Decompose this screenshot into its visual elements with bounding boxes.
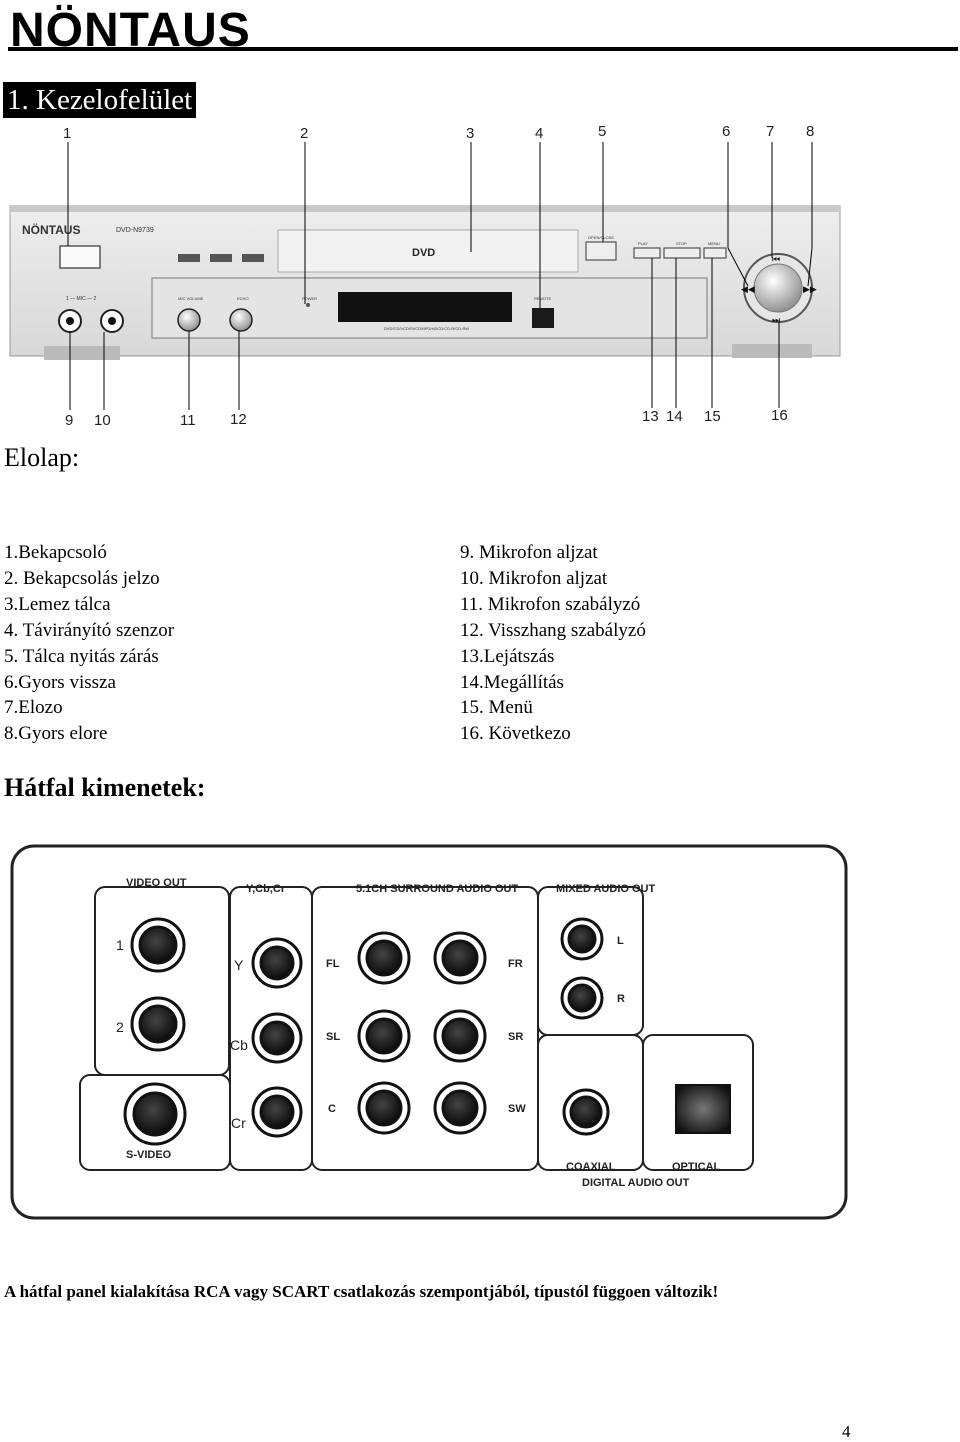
sr-label: SR [508, 1031, 523, 1043]
rear-heading: Hátfal kimenetek: [4, 773, 206, 802]
legend-item: 9. Mikrofon aljzat [460, 542, 598, 563]
front-brand-label: NÖNTAUS [22, 222, 80, 237]
callout-15: 15 [704, 408, 721, 425]
forward-icon[interactable]: ▶▶ [803, 285, 817, 295]
comp-y-label: Y [234, 957, 244, 973]
remote-sensor [532, 308, 554, 328]
menu-button[interactable] [703, 247, 727, 259]
power-button[interactable] [59, 245, 101, 269]
legend-item: 6.Gyors vissza [4, 671, 116, 693]
page-number: 4 [842, 1422, 851, 1441]
mic-label: 1 — MIC — 2 [66, 296, 97, 302]
legend-item: 2. Bekapcsolás jelzo [4, 567, 160, 589]
legend-item: 14.Megállítás [460, 671, 564, 693]
brand-logo: NÖNTAUS [10, 4, 251, 52]
mic-volume-label: MIC VOLUME [178, 296, 204, 301]
next-icon[interactable]: ⏭ [772, 316, 780, 326]
callout-7: 7 [766, 123, 774, 140]
fl-label: FL [326, 958, 340, 970]
optical-port[interactable] [675, 1084, 731, 1134]
mic-volume-knob[interactable] [177, 308, 201, 332]
comp-cr-label: Cr [231, 1115, 246, 1131]
power-indicator-label: POWER [302, 296, 317, 301]
open-close-button[interactable] [585, 241, 617, 261]
callout-2: 2 [300, 125, 308, 142]
video-port-2-label: 2 [116, 1019, 124, 1035]
fr-label: FR [508, 958, 523, 970]
callout-14: 14 [666, 408, 683, 425]
front-heading: Elolap: [4, 443, 80, 472]
callout-3: 3 [466, 125, 474, 142]
callout-8: 8 [806, 123, 814, 140]
callout-10: 10 [94, 412, 111, 429]
mixed-audio-label: MIXED AUDIO OUT [556, 883, 655, 895]
stop-button[interactable] [663, 247, 701, 259]
dvd-logo: DVD [412, 247, 435, 259]
ycbcr-label: Y,Cb,Cr [246, 883, 286, 895]
optical-label: OPTICAL [672, 1161, 721, 1173]
remote-label: REMOTE [534, 296, 551, 301]
legend-item: 1.Bekapcsoló [4, 542, 107, 563]
c-label: C [328, 1103, 336, 1115]
callout-12: 12 [230, 411, 247, 428]
menu-label: MENU [708, 241, 720, 246]
footnote: A hátfal panel kialakítása RCA vagy SCAR… [4, 1282, 719, 1301]
callout-4: 4 [535, 125, 543, 142]
legend-item: 15. Menü [460, 697, 533, 719]
prev-icon[interactable]: ⏮ [772, 255, 780, 265]
model-label: DVD-N9739 [116, 227, 154, 234]
stop-label: STOP [676, 241, 687, 246]
legend-item: 13.Lejátszás [460, 645, 555, 667]
callout-11: 11 [180, 412, 196, 429]
display-window [338, 292, 512, 322]
digital-audio-label: DIGITAL AUDIO OUT [582, 1177, 690, 1189]
front-legend-left: 1.Bekapcsoló 2. Bekapcsolás jelzo 3.Leme… [4, 540, 174, 747]
sl-label: SL [326, 1031, 340, 1043]
svideo-label: S-VIDEO [126, 1149, 172, 1161]
legend-item: 7.Elozo [4, 697, 63, 719]
surround-label: 5.1CH SURROUND AUDIO OUT [356, 883, 518, 895]
legend-item: 8.Gyors elore [4, 723, 108, 745]
legend-item: 3.Lemez tálca [4, 593, 111, 615]
legend-item: 16. Következo [460, 723, 571, 745]
video-port-1-label: 1 [116, 937, 124, 953]
formats-label: DVD/CD/VCD/SVCD/MP3/HDCD/CD-R/CD-RW [384, 326, 469, 331]
rewind-icon[interactable]: ◀◀ [741, 285, 755, 295]
header-rule [8, 47, 958, 51]
coaxial-label: COAXIAL [566, 1161, 616, 1173]
video-out-label: VIDEO OUT [126, 877, 187, 889]
legend-item: 5. Tálca nyitás zárás [4, 645, 159, 667]
section-title: 1. Kezelofelület [3, 82, 197, 118]
callout-9: 9 [65, 412, 73, 429]
callout-13: 13 [642, 408, 659, 425]
disc-tray [277, 229, 579, 273]
power-indicator [306, 303, 310, 307]
brand-logo-text: NÖNTAUS [10, 4, 251, 52]
front-legend-right: 9. Mikrofon aljzat 10. Mikrofon aljzat 1… [460, 540, 646, 747]
front-panel-diagram: NÖNTAUS DVD-N9739 DVD OPEN/CLOSE PLAY ST… [8, 118, 853, 440]
echo-knob[interactable] [229, 308, 253, 332]
play-label: PLAY [638, 241, 648, 246]
callout-16: 16 [771, 407, 788, 424]
callout-5: 5 [598, 123, 606, 140]
comp-cb-label: Cb [230, 1037, 248, 1053]
legend-item: 10. Mikrofon aljzat [460, 567, 608, 589]
rear-panel-diagram: VIDEO OUT Y,Cb,Cr 5.1CH SURROUND AUDIO O… [10, 844, 848, 1220]
callout-1: 1 [63, 125, 71, 142]
open-close-label: OPEN/CLOSE [588, 235, 614, 240]
callout-6: 6 [722, 123, 730, 140]
mixed-r-label: R [617, 993, 625, 1005]
mixed-l-label: L [617, 935, 624, 947]
legend-item: 4. Távirányító szenzor [4, 619, 175, 641]
echo-label: ECHO [237, 296, 249, 301]
legend-item: 11. Mikrofon szabályzó [460, 593, 641, 615]
sw-label: SW [508, 1103, 526, 1115]
legend-item: 12. Visszhang szabályzó [460, 619, 646, 641]
play-button[interactable] [633, 247, 661, 259]
